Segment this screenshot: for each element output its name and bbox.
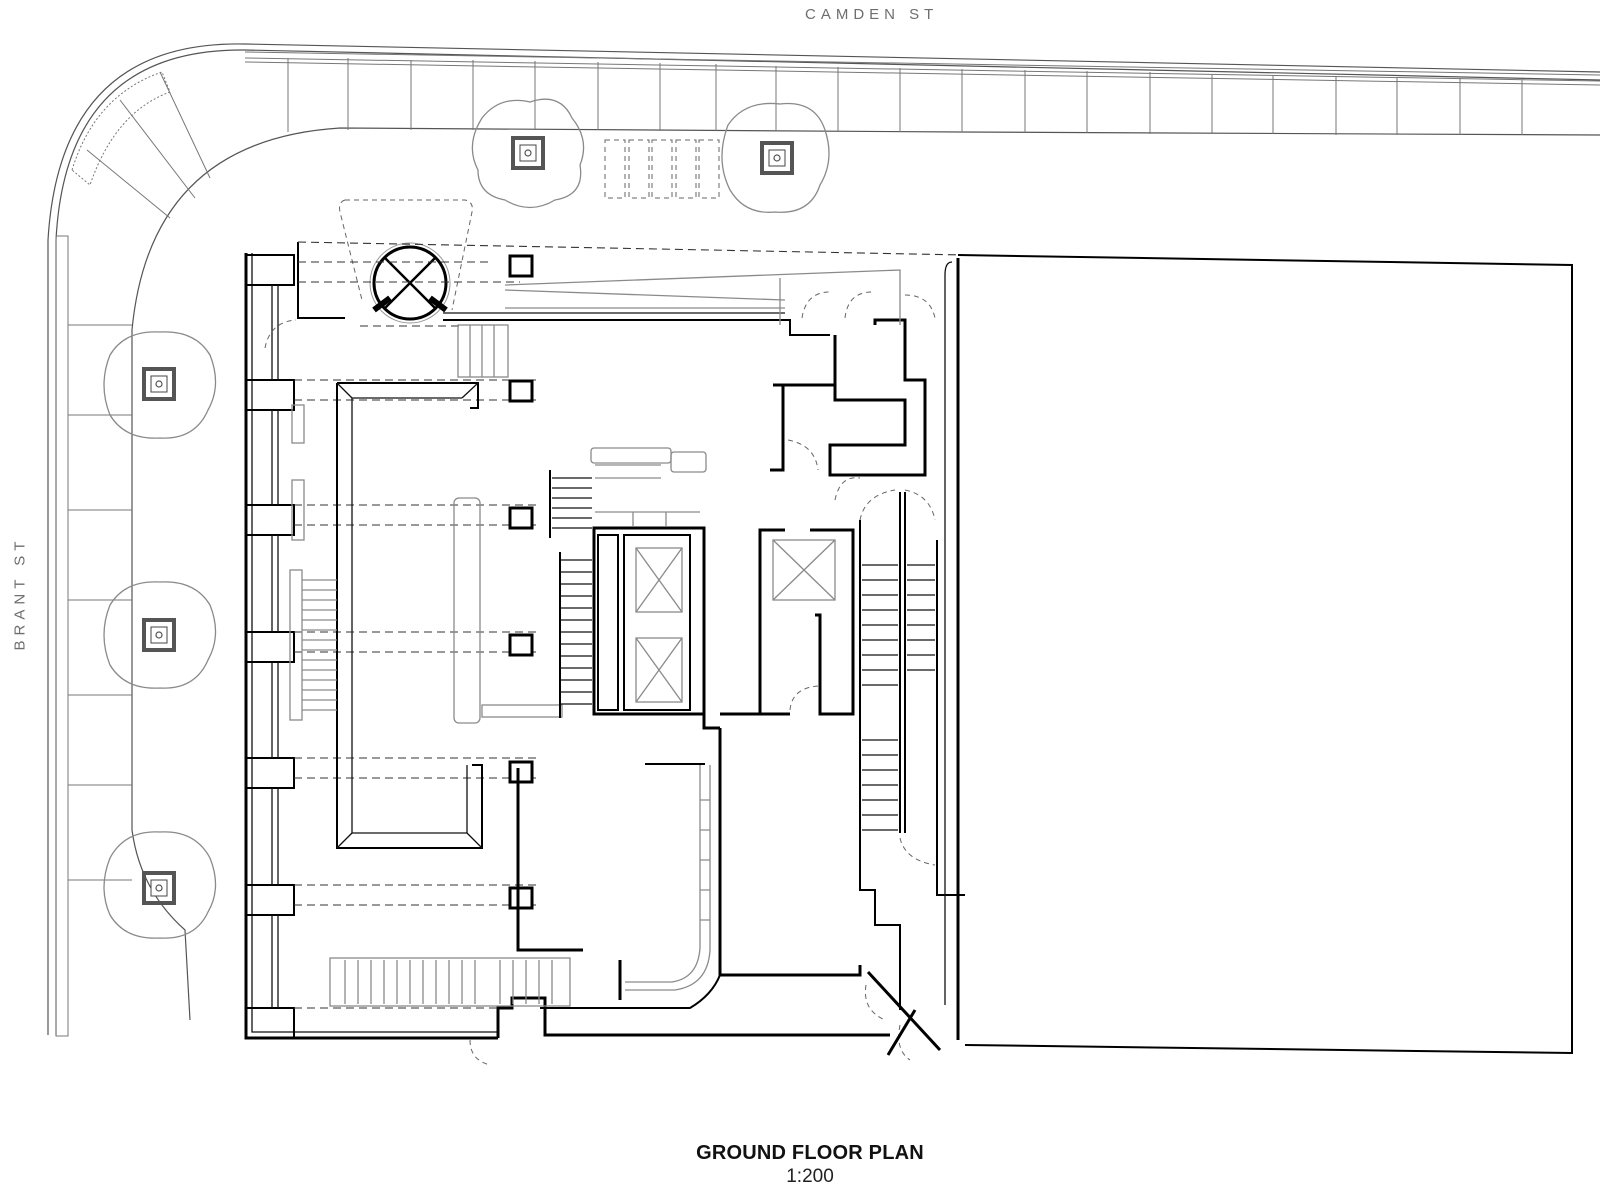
door-swings	[264, 291, 936, 1066]
building-walls	[244, 242, 890, 1040]
stair-west-upper	[289, 404, 337, 721]
stair-south	[329, 957, 571, 1007]
reception-desk	[453, 497, 563, 724]
retail-counter	[625, 765, 711, 991]
structural-beams	[294, 241, 966, 1009]
tree-2	[721, 102, 830, 213]
elevator-1	[635, 547, 683, 613]
tree-1	[471, 98, 585, 209]
tree-3	[103, 331, 217, 439]
stair-north	[457, 324, 509, 378]
canopy-outline	[339, 199, 473, 311]
partition-wall	[516, 768, 622, 1000]
tree-5	[103, 831, 217, 939]
bike-racks	[604, 139, 720, 199]
revolving-door	[369, 242, 451, 324]
stair-east	[859, 492, 965, 1010]
elevator-3	[772, 539, 836, 601]
elevator-2	[635, 637, 683, 703]
entry-door-southeast	[866, 970, 942, 1056]
drawing-title: GROUND FLOOR PLAN	[696, 1142, 924, 1164]
service-core-walls	[702, 318, 927, 977]
lift-core	[592, 526, 706, 716]
atrium-void	[336, 382, 483, 849]
tree-4	[103, 581, 217, 689]
loading-area	[504, 269, 901, 325]
columns	[508, 254, 534, 910]
stair-central	[549, 470, 592, 718]
lounge-furniture	[590, 447, 707, 526]
street-label-camden: CAMDEN ST	[805, 6, 939, 23]
sidewalk-joints	[68, 58, 1523, 881]
drawing-scale: 1:200	[786, 1166, 834, 1187]
title-block: GROUND FLOOR PLAN 1:200	[600, 1142, 1020, 1188]
adjacent-building	[944, 254, 1573, 1055]
